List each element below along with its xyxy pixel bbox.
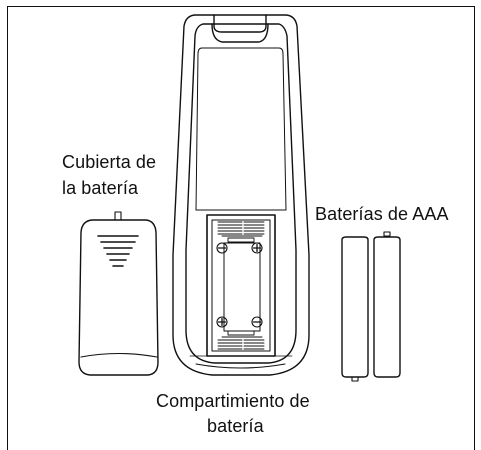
- battery-left: [341, 236, 369, 382]
- remote-control-back: [172, 14, 310, 376]
- battery-compartment-label-line2: batería: [207, 416, 264, 436]
- battery-cover-label-line1: Cubierta de: [62, 152, 157, 172]
- battery-cover: [78, 211, 159, 376]
- battery-cover-label-line2: la batería: [62, 178, 139, 198]
- battery-compartment-label-line1: Compartimiento de: [156, 391, 310, 411]
- battery-compartment: [206, 214, 276, 357]
- battery-right: [373, 231, 401, 378]
- aaa-batteries-label: Baterías de AAA: [315, 204, 449, 224]
- figure-frame: [7, 6, 475, 450]
